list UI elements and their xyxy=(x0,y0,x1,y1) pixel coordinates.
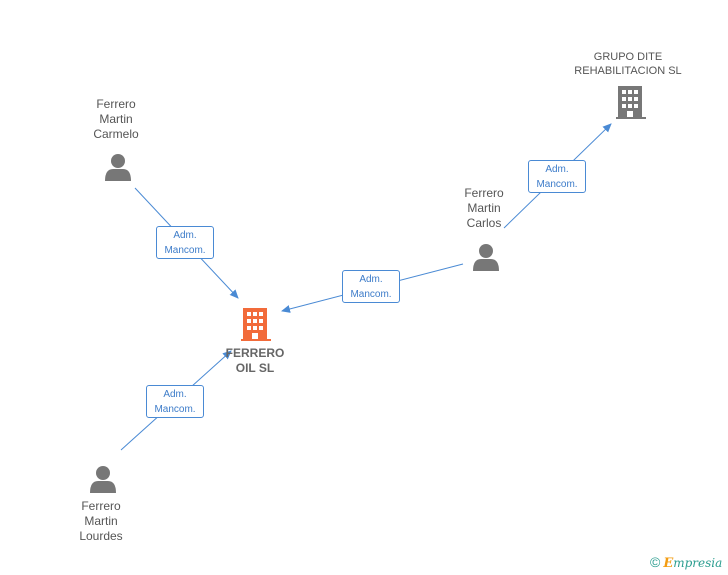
node-label-grupo-dite[interactable]: GRUPO DITE REHABILITACION SL xyxy=(563,50,693,78)
edge-role-line: Mancom. xyxy=(154,404,196,415)
node-name-line: Lourdes xyxy=(79,529,123,543)
building-icon[interactable] xyxy=(616,86,646,119)
person-icon[interactable] xyxy=(105,154,131,181)
main-building-icon[interactable] xyxy=(241,308,271,341)
node-name-line: Martin xyxy=(467,201,501,215)
edge-role-line: Adm. xyxy=(359,274,383,285)
edge-label-carmelo-main[interactable]: Adm. Mancom. xyxy=(156,226,214,259)
person-icon[interactable] xyxy=(90,466,116,493)
edge-role-line: Mancom. xyxy=(350,289,392,300)
node-name-line: Carmelo xyxy=(93,127,139,141)
edge-label-carlos-grupo[interactable]: Adm. Mancom. xyxy=(528,160,586,193)
node-label-lourdes[interactable]: Ferrero Martin Lourdes xyxy=(61,499,141,544)
brand-initial: E xyxy=(663,556,674,571)
node-name-line: Martin xyxy=(84,514,118,528)
edge-role-line: Mancom. xyxy=(536,179,578,190)
node-name-line: OIL SL xyxy=(235,361,275,375)
node-name-line: Martin xyxy=(99,112,133,126)
node-label-carlos[interactable]: Ferrero Martin Carlos xyxy=(444,186,524,231)
node-name-line: REHABILITACION SL xyxy=(574,65,682,77)
node-name-line: GRUPO DITE xyxy=(593,51,663,63)
node-label-ferrero-oil[interactable]: FERRERO OIL SL xyxy=(215,346,295,376)
brand-name: mpresia xyxy=(673,556,723,570)
edge-label-carlos-main[interactable]: Adm. Mancom. xyxy=(342,270,400,303)
node-label-carmelo[interactable]: Ferrero Martin Carmelo xyxy=(76,97,156,142)
node-name-line: FERRERO xyxy=(225,346,285,360)
empresia-logo[interactable]: ©Empresia xyxy=(650,554,722,571)
edge-role-line: Adm. xyxy=(163,389,187,400)
edge-role-line: Adm. xyxy=(173,230,197,241)
edge-role-line: Adm. xyxy=(545,164,569,175)
node-name-line: Carlos xyxy=(466,216,502,230)
node-name-line: Ferrero xyxy=(81,499,121,513)
node-name-line: Ferrero xyxy=(96,97,136,111)
edge-label-lourdes-main[interactable]: Adm. Mancom. xyxy=(146,385,204,418)
copyright-symbol: © xyxy=(650,554,661,570)
node-name-line: Ferrero xyxy=(464,186,504,200)
person-icon[interactable] xyxy=(473,244,499,271)
edge-role-line: Mancom. xyxy=(164,245,206,256)
